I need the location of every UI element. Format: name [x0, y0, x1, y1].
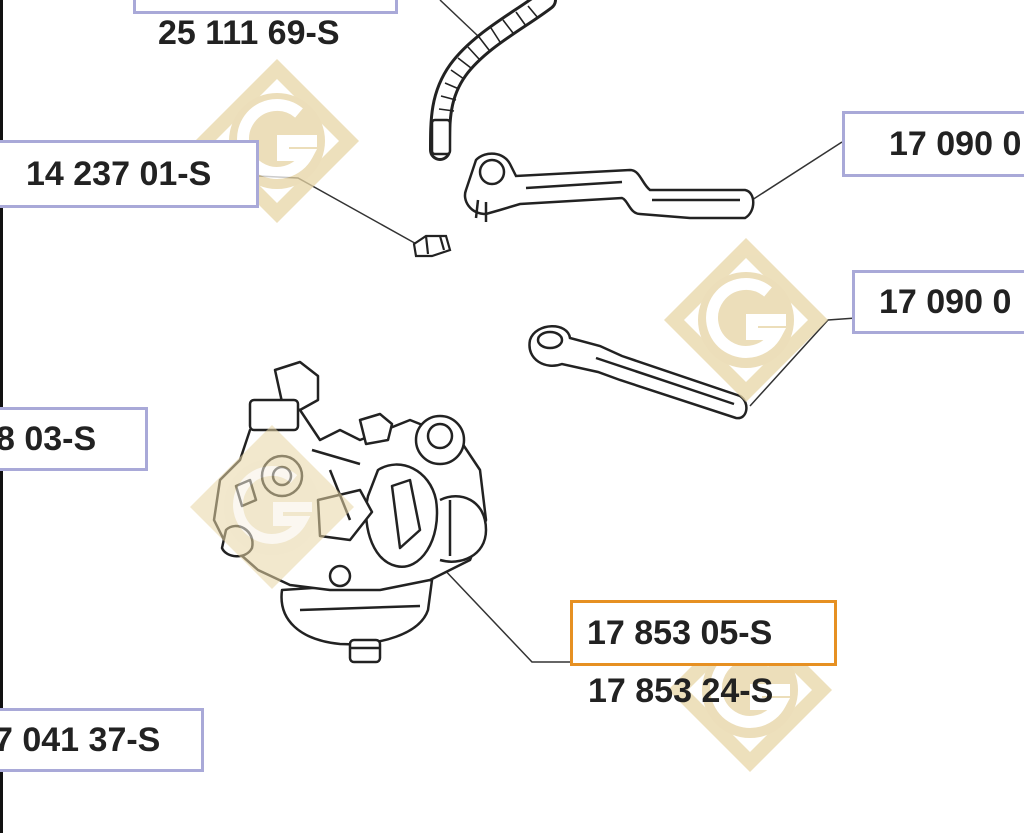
fuel-hose — [429, 0, 557, 161]
watermark-logo-3 — [190, 425, 354, 589]
part-number-hose[interactable]: 25 111 69-S — [158, 14, 340, 52]
part-number-clip: 14 237 01-S — [26, 154, 212, 193]
part-box-lever-upper[interactable]: 17 090 0 — [842, 111, 1024, 177]
leader-line-hose — [439, 0, 479, 37]
clip-part — [412, 234, 452, 258]
part-number-left-bottom: 7 041 37-S — [0, 720, 161, 759]
leader-line-carburetor — [439, 564, 570, 663]
part-number-carburetor-alt[interactable]: 17 853 24-S — [588, 672, 774, 710]
throttle-lever-upper — [463, 152, 755, 222]
part-number-lever-upper: 17 090 0 — [889, 124, 1022, 163]
part-box-lever-lower[interactable]: 17 090 0 — [852, 270, 1024, 334]
part-box-top-partial — [133, 0, 398, 14]
throttle-lever-lower — [528, 325, 748, 420]
part-number-lever-lower: 17 090 0 — [879, 282, 1012, 321]
watermark-logo-2 — [664, 238, 828, 402]
leader-line-lever-upper — [751, 141, 843, 201]
part-number-left-mid: 8 03-S — [0, 419, 97, 458]
part-number-carburetor: 17 853 05-S — [587, 613, 773, 652]
part-box-left-bottom[interactable]: 7 041 37-S — [0, 708, 204, 772]
part-box-carburetor-highlighted[interactable]: 17 853 05-S — [570, 600, 837, 666]
part-box-left-mid[interactable]: 8 03-S — [0, 407, 148, 471]
part-box-clip[interactable]: 14 237 01-S — [0, 140, 259, 208]
